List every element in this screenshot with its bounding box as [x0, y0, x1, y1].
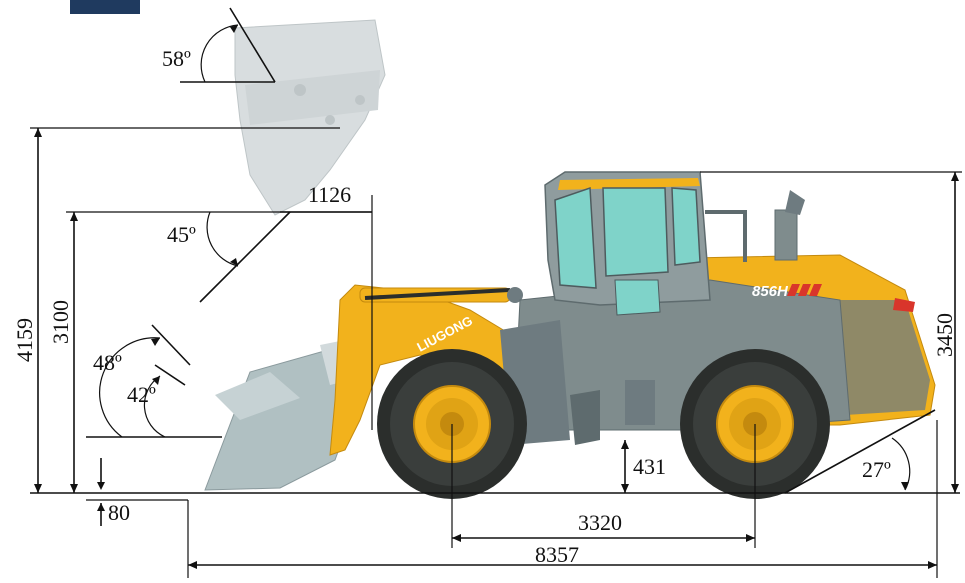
dimension-4159: 4159	[12, 127, 340, 493]
dimension-1126: 1126	[280, 182, 373, 430]
svg-text:48º: 48º	[93, 350, 122, 375]
svg-text:3450: 3450	[932, 313, 957, 357]
svg-text:58º: 58º	[162, 46, 191, 71]
dimension-80: 80	[86, 458, 188, 526]
dimension-3100: 3100	[48, 211, 372, 493]
cab-window-front	[554, 186, 597, 289]
raised-bucket-ghost	[234, 19, 386, 216]
model-label: 856H	[752, 283, 789, 300]
cab-window-side	[602, 187, 669, 277]
svg-text:3100: 3100	[48, 300, 73, 344]
lowered-bucket-ghost	[204, 340, 356, 491]
angle-27: 27º	[784, 409, 936, 494]
svg-text:80: 80	[108, 500, 130, 525]
dimension-8357: 8357	[187, 420, 938, 578]
corner-badge	[70, 0, 140, 14]
svg-text:45º: 45º	[167, 222, 196, 247]
svg-text:1126: 1126	[308, 182, 351, 207]
svg-text:431: 431	[633, 454, 666, 479]
svg-text:27º: 27º	[862, 457, 891, 482]
svg-text:8357: 8357	[535, 542, 579, 567]
dimension-431: 431	[621, 440, 666, 493]
svg-text:4159: 4159	[12, 318, 37, 362]
angle-45: 45º	[167, 211, 291, 303]
angle-48-42: 48º 42º	[86, 324, 222, 438]
svg-text:42º: 42º	[127, 382, 156, 407]
svg-text:3320: 3320	[578, 510, 622, 535]
angle-58: 58º	[162, 7, 276, 83]
dimension-3450: 3450	[700, 171, 962, 493]
boom-arm: LIUGONG	[329, 284, 561, 456]
dimension-3320: 3320	[451, 424, 756, 548]
